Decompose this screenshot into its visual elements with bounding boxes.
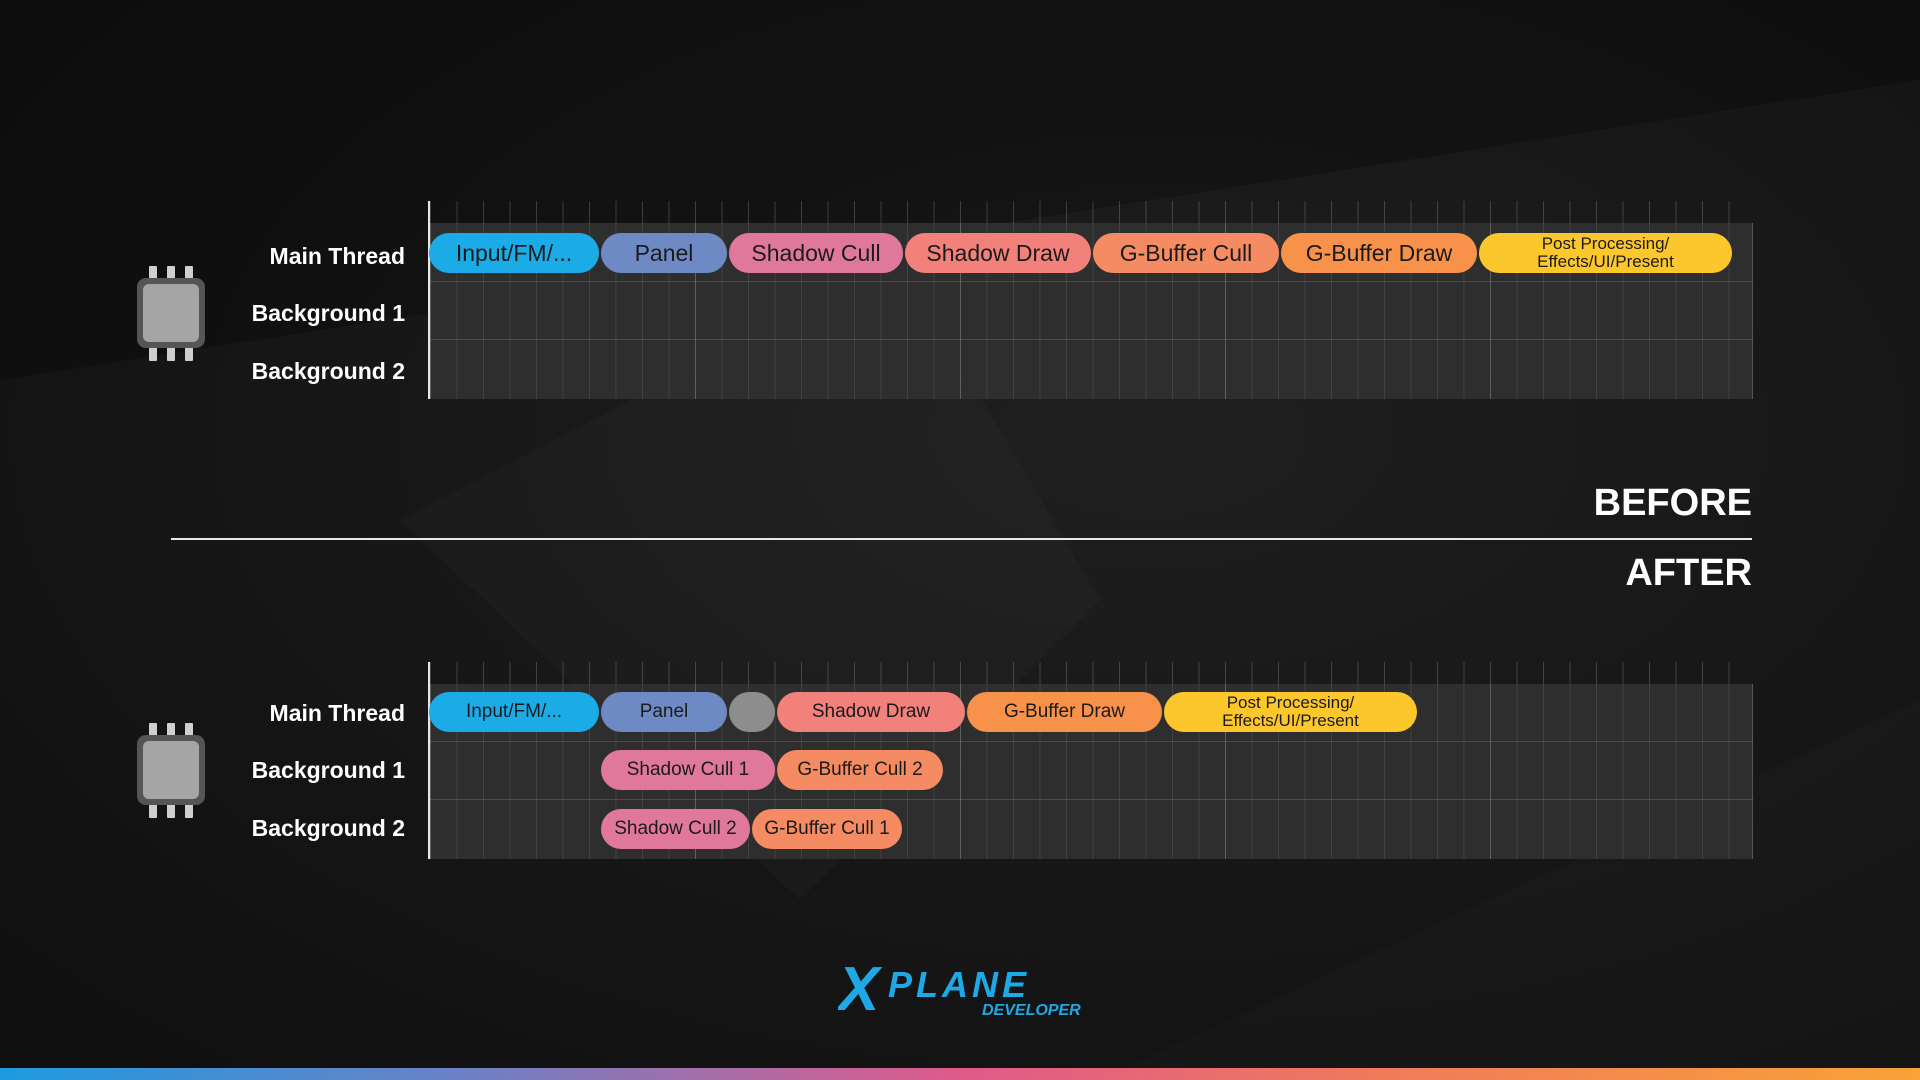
task-shadow-draw: Shadow Draw: [905, 233, 1091, 273]
task-post-processing-line1: Post Processing/: [1541, 234, 1670, 253]
section-title-after: AFTER: [1625, 552, 1752, 594]
task-gbuffer-cull: G-Buffer Cull: [1093, 233, 1279, 273]
logo-word: PLANE: [888, 964, 1030, 1005]
task-shadow-cull-2: Shadow Cull 2: [601, 809, 750, 849]
task-post-processing: Post Processing/ Effects/UI/Present: [1479, 233, 1732, 273]
section-divider: [171, 538, 1752, 540]
row-label-background-1: Background 1: [251, 757, 405, 783]
task-shadow-draw: Shadow Draw: [777, 692, 965, 732]
row-label-main-thread: Main Thread: [269, 243, 405, 269]
svg-text:X: X: [838, 958, 883, 1018]
task-post-processing-line1: Post Processing/: [1226, 693, 1355, 712]
task-gbuffer-cull-2: G-Buffer Cull 2: [777, 750, 943, 790]
row-label-background-1: Background 1: [251, 300, 405, 326]
row-label-main-thread: Main Thread: [269, 700, 405, 726]
logo-sub: DEVELOPER: [982, 1002, 1081, 1018]
row-separator: [430, 339, 1753, 340]
task-post-processing: Post Processing/ Effects/UI/Present: [1164, 692, 1417, 732]
timeline-ticks: [428, 662, 1753, 684]
task-panel: Panel: [601, 233, 727, 273]
task-post-processing-line2: Effects/UI/Present: [1222, 711, 1359, 730]
row-label-background-2: Background 2: [251, 358, 405, 384]
task-panel: Panel: [601, 692, 727, 732]
task-gbuffer-cull-1: G-Buffer Cull 1: [752, 809, 902, 849]
task-shadow-cull: Shadow Cull: [729, 233, 903, 273]
row-label-background-2: Background 2: [251, 815, 405, 841]
row-separator: [430, 799, 1753, 800]
task-input-fm: Input/FM/...: [429, 233, 599, 273]
xplane-developer-logo: X PLANE DEVELOPER: [835, 955, 1088, 1024]
task-idle: [729, 692, 775, 732]
task-gbuffer-draw: G-Buffer Draw: [967, 692, 1162, 732]
brand-gradient-bar: [0, 1068, 1920, 1080]
row-separator: [430, 741, 1753, 742]
task-post-processing-line2: Effects/UI/Present: [1537, 252, 1674, 271]
row-separator: [430, 281, 1753, 282]
timeline-ticks: [428, 201, 1753, 223]
section-title-before: BEFORE: [1593, 482, 1752, 524]
task-input-fm: Input/FM/...: [429, 692, 599, 732]
cpu-chip-icon: [135, 266, 207, 366]
cpu-chip-icon: [135, 723, 207, 823]
task-gbuffer-draw: G-Buffer Draw: [1281, 233, 1477, 273]
task-shadow-cull-1: Shadow Cull 1: [601, 750, 775, 790]
